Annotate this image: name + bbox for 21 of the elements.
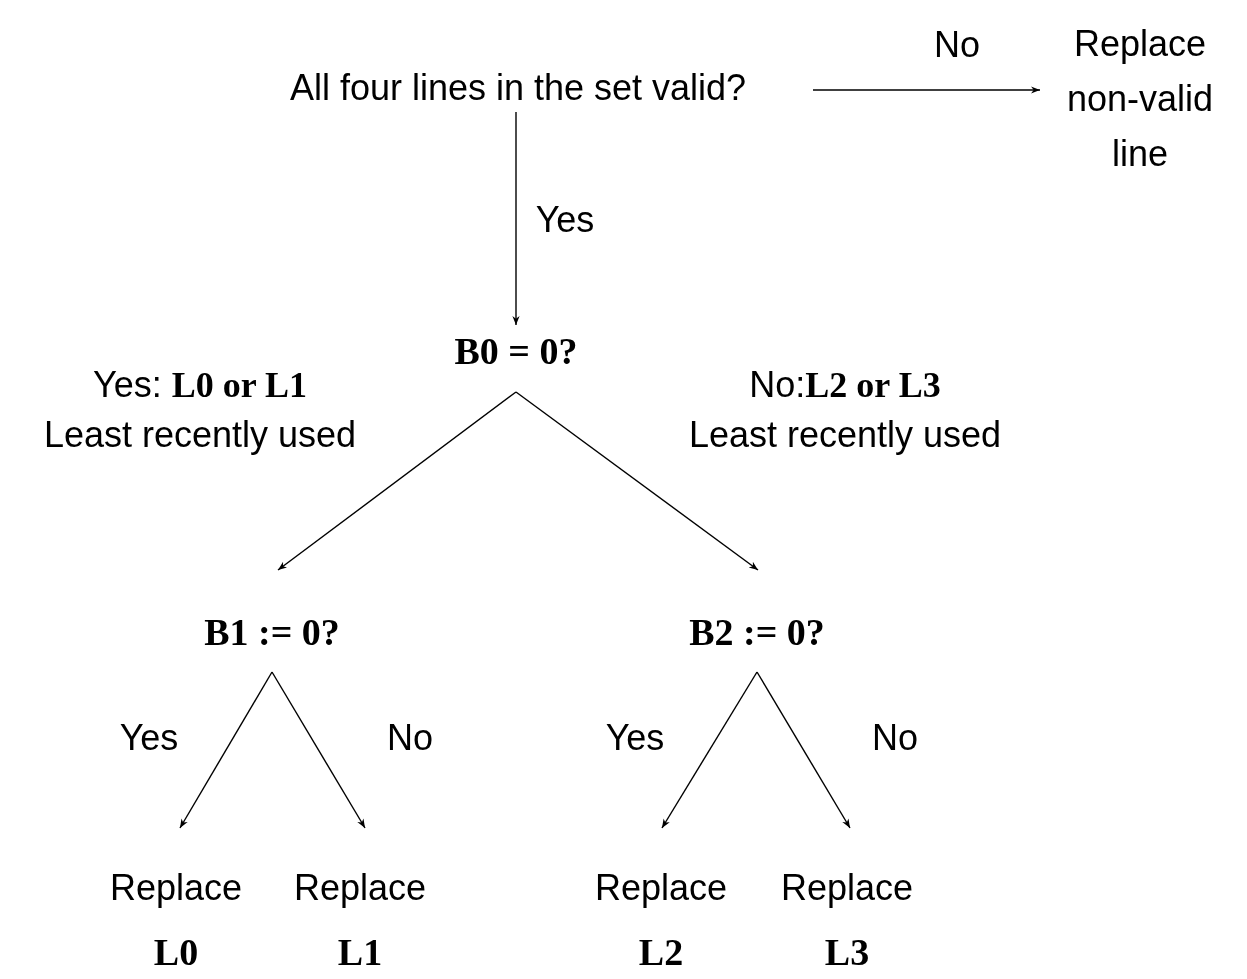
arrow [756, 671, 851, 829]
arrow [515, 391, 759, 571]
arrow [271, 671, 366, 829]
line-label: L3 [823, 930, 871, 974]
arrow [512, 111, 520, 326]
node-text: Replace [593, 866, 729, 910]
node-text: B1 := 0? [203, 610, 341, 654]
node-text: Replace [779, 866, 915, 910]
arrow [179, 671, 273, 829]
node-text: B2 := 0? [688, 610, 826, 654]
node-text: Replace [292, 866, 428, 910]
line-label: L0 [152, 930, 200, 974]
line-label: L2 [637, 930, 685, 974]
arrow [661, 671, 758, 829]
arrow [277, 391, 517, 571]
node-text: All four lines in the set valid? [288, 66, 748, 110]
node-text: Replace [108, 866, 244, 910]
node-text: Replace non-valid line [1065, 22, 1215, 176]
node-text: B0 = 0? [453, 329, 579, 373]
line-label: L1 [336, 930, 384, 974]
arrow [812, 86, 1041, 94]
